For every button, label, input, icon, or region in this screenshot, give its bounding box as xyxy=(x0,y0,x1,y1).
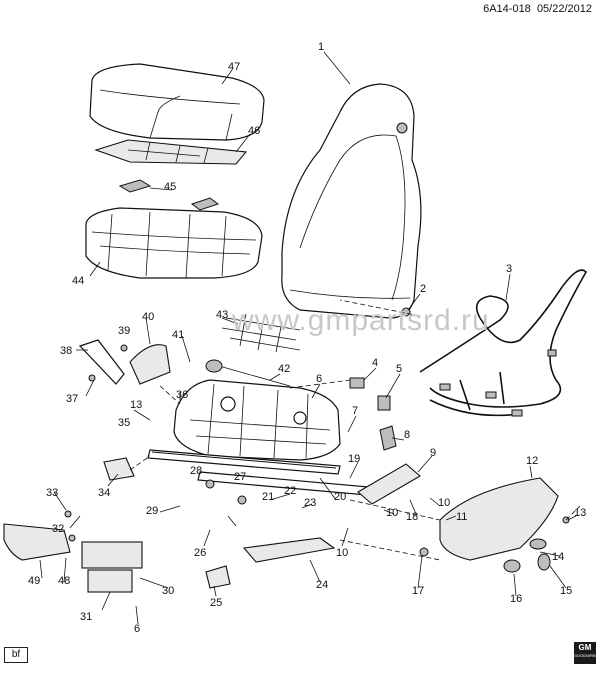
occupant-sensor xyxy=(118,179,220,211)
track-cover xyxy=(103,457,135,481)
diagram-date: 05/22/2012 xyxy=(536,3,592,15)
callout-38: 38 xyxy=(60,345,72,357)
callout-13-left: 13 xyxy=(130,399,142,411)
wiring-harness xyxy=(419,269,587,417)
callout-39: 39 xyxy=(118,325,130,337)
callout-32: 32 xyxy=(52,523,64,535)
recliner-knob xyxy=(379,425,397,451)
callout-10-a: 10 xyxy=(438,497,450,509)
side-shield-bracket xyxy=(129,344,171,385)
callout-numbers: 1 2 3 4 5 6 6 7 8 9 10 10 10 11 12 13 13… xyxy=(28,41,586,635)
callout-23: 23 xyxy=(304,497,316,509)
cap-16 xyxy=(503,559,521,573)
seat-frame xyxy=(173,379,341,461)
callout-40: 40 xyxy=(142,311,154,323)
bolt-21 xyxy=(237,495,247,505)
callout-7: 7 xyxy=(352,405,358,417)
callout-5: 5 xyxy=(396,363,402,375)
footer-badge: bf xyxy=(4,647,28,663)
callout-28: 28 xyxy=(190,465,202,477)
callout-15: 15 xyxy=(560,585,572,597)
screw-48 xyxy=(68,534,76,542)
callout-37: 37 xyxy=(66,393,78,405)
watermark: www.gmpartsrd.ru xyxy=(232,304,490,337)
outer-track-cover xyxy=(242,537,336,563)
recliner-motor xyxy=(205,359,223,373)
callout-30: 30 xyxy=(162,585,174,597)
seat-cushion-pan xyxy=(85,207,263,279)
callout-10-b: 10 xyxy=(386,507,398,519)
callout-2: 2 xyxy=(420,283,426,295)
callout-29: 29 xyxy=(146,505,158,517)
callout-20: 20 xyxy=(334,491,346,503)
seat-switch xyxy=(377,395,391,411)
callout-45: 45 xyxy=(164,181,176,193)
callout-48: 48 xyxy=(58,575,70,587)
inner-side-trim xyxy=(3,523,71,561)
callout-6-upper: 6 xyxy=(316,373,322,385)
callout-49: 49 xyxy=(28,575,40,587)
callout-47: 47 xyxy=(228,61,240,73)
seat-cushion-pad xyxy=(89,63,265,141)
callout-3: 3 xyxy=(506,263,512,275)
callout-19: 19 xyxy=(348,453,360,465)
lumbar-switch xyxy=(349,377,365,389)
seat-control-module xyxy=(81,541,143,569)
screw-37 xyxy=(88,374,96,382)
callout-1: 1 xyxy=(318,41,324,53)
diagram-code: 6A14-018 xyxy=(483,3,531,15)
callout-16: 16 xyxy=(510,593,522,605)
switch-bezel xyxy=(357,463,421,505)
screw-39 xyxy=(120,344,128,352)
callout-21: 21 xyxy=(262,491,274,503)
callout-41: 41 xyxy=(172,329,184,341)
callout-36: 36 xyxy=(176,389,188,401)
callout-11: 11 xyxy=(456,511,467,523)
callout-26: 26 xyxy=(194,547,206,559)
callout-44: 44 xyxy=(72,275,84,287)
gm-logo-subtext: GOODWRENCH xyxy=(574,653,600,658)
callout-14: 14 xyxy=(552,551,564,563)
gm-logo-text: GM xyxy=(578,643,592,652)
callout-31: 31 xyxy=(80,611,92,623)
cap-14 xyxy=(529,538,547,550)
callout-13-right: 13 xyxy=(574,507,586,519)
callout-24: 24 xyxy=(316,579,328,591)
diagram-header: 6A14-018 05/22/2012 xyxy=(483,3,592,15)
callout-18: 18 xyxy=(406,511,418,523)
seat-adjuster-wires xyxy=(221,313,301,353)
front-latch-cover xyxy=(205,565,231,589)
callout-33: 33 xyxy=(46,487,58,499)
callout-10-c: 10 xyxy=(336,547,348,559)
seat-back xyxy=(281,83,422,319)
bolt-28 xyxy=(205,479,215,489)
callout-34: 34 xyxy=(98,487,110,499)
seat-heater-mat xyxy=(94,139,248,165)
callout-46: 46 xyxy=(248,125,260,137)
callout-25: 25 xyxy=(210,597,222,609)
memory-module xyxy=(87,569,133,593)
cap-15 xyxy=(537,553,551,571)
callout-4: 4 xyxy=(372,357,378,369)
bolt-17 xyxy=(419,547,429,557)
recliner-cable xyxy=(211,363,291,387)
seat-belt-buckle xyxy=(78,339,125,385)
callout-22: 22 xyxy=(284,485,296,497)
screw-33 xyxy=(64,510,72,518)
callout-42: 42 xyxy=(278,363,290,375)
callout-9: 9 xyxy=(430,447,436,459)
callout-17: 17 xyxy=(412,585,424,597)
callout-43: 43 xyxy=(216,309,228,321)
assembly-guide-lines xyxy=(129,299,581,561)
callout-27: 27 xyxy=(234,471,246,483)
callout-leaders xyxy=(39,51,577,625)
callout-35: 35 xyxy=(118,417,130,429)
gm-logo: GM GOODWRENCH xyxy=(574,642,600,664)
callout-6-lower: 6 xyxy=(134,623,140,635)
callout-12: 12 xyxy=(526,455,538,467)
callout-8: 8 xyxy=(404,429,410,441)
outer-side-shield xyxy=(439,477,559,561)
